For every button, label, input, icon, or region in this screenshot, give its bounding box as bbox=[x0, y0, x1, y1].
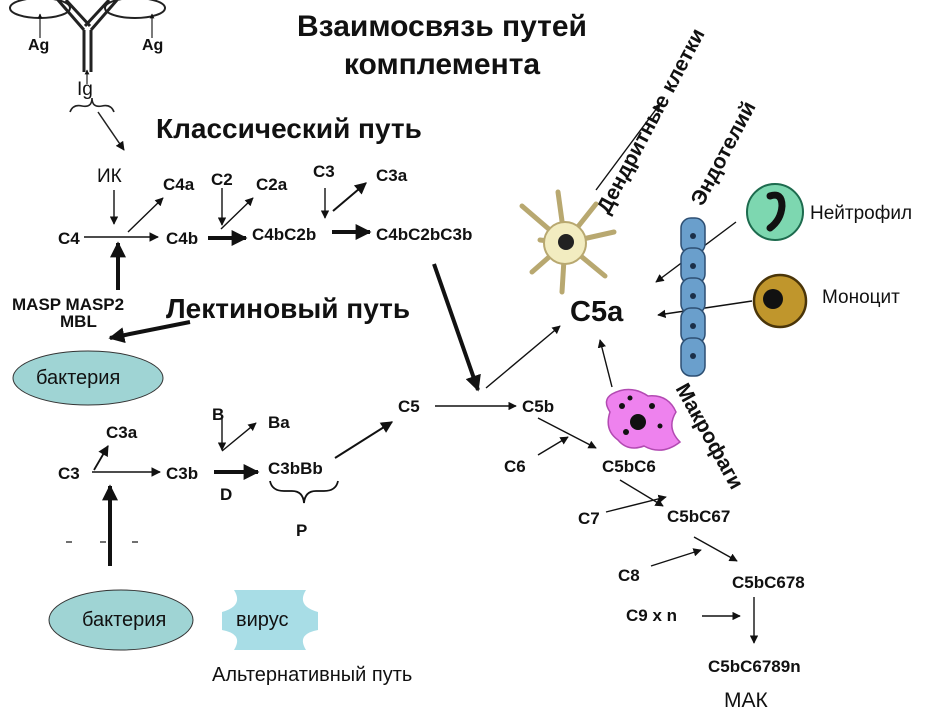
virus-shape bbox=[222, 590, 318, 650]
node-ba: Ba bbox=[268, 413, 290, 432]
node-c3-classical: C3 bbox=[313, 162, 335, 181]
bacteria-lectin-label: бактерия bbox=[36, 367, 121, 389]
node-c6: C6 bbox=[504, 457, 526, 476]
node-c4a: C4a bbox=[163, 175, 195, 194]
antigen-right-label: Ag bbox=[142, 37, 164, 54]
node-c5bc6: C5bC6 bbox=[602, 457, 656, 476]
diagram-title: Взаимосвязь путей комплемента bbox=[272, 8, 612, 83]
title-line-2: комплемента bbox=[343, 47, 541, 81]
alternative-pathway-title: Альтернативный путь bbox=[212, 664, 413, 686]
lectin-pathway bbox=[12, 320, 191, 406]
neutrophil-icon bbox=[746, 183, 804, 241]
bacteria-alternative-shape bbox=[48, 589, 194, 651]
node-c4: C4 bbox=[58, 229, 80, 248]
node-c5a: C5a bbox=[570, 296, 624, 328]
node-b: B bbox=[212, 405, 225, 424]
node-c3bbb: C3bBb bbox=[268, 459, 323, 478]
dendritic-cell-icon bbox=[519, 189, 617, 295]
classical-arrows bbox=[84, 182, 481, 392]
antigen-left-label: Ag bbox=[28, 37, 50, 54]
node-c5bc6789n: C5bC6789n bbox=[708, 657, 801, 676]
node-c8: C8 bbox=[618, 566, 640, 585]
bacteria-lectin-shape bbox=[12, 350, 164, 406]
node-c5bc67: C5bC67 bbox=[667, 507, 731, 526]
antigen-right-shape bbox=[104, 0, 166, 19]
node-c3b: C3b bbox=[166, 464, 199, 483]
endothelium-icon bbox=[680, 217, 706, 377]
node-c4b: C4b bbox=[166, 229, 199, 248]
monocyte-label: Моноцит bbox=[822, 287, 900, 308]
macrophage-icon bbox=[605, 388, 682, 451]
virus-label: вирус bbox=[236, 609, 289, 631]
node-c4bc2bc3b: C4bC2bC3b bbox=[376, 225, 473, 244]
lectin-pathway-title: Лектиновый путь bbox=[166, 293, 411, 324]
node-c5bc678: C5bC678 bbox=[732, 573, 805, 592]
node-c3a-alternative: C3a bbox=[106, 423, 138, 442]
node-p: P bbox=[296, 521, 308, 540]
node-ik: ИК bbox=[97, 166, 122, 187]
antibody-icon bbox=[9, 0, 166, 151]
neutrophil-label: Нейтрофил bbox=[810, 203, 913, 224]
node-c9xn: C9 x n bbox=[626, 606, 678, 625]
node-c5b: C5b bbox=[522, 397, 555, 416]
node-c5: C5 bbox=[398, 397, 420, 416]
node-c4bc2b: C4bC2b bbox=[252, 225, 317, 244]
classical-pathway-title: Классический путь bbox=[156, 113, 422, 144]
node-mak: МАК bbox=[724, 689, 768, 712]
node-mbl: MBL bbox=[60, 312, 97, 331]
node-c2: C2 bbox=[211, 170, 233, 189]
node-c3-alternative: C3 bbox=[58, 464, 80, 483]
node-c3a-classical: C3a bbox=[376, 166, 408, 185]
alternative-arrows bbox=[66, 418, 394, 566]
node-d: D bbox=[220, 485, 233, 504]
title-line-1: Взаимосвязь путей bbox=[297, 10, 587, 43]
ig-label: Ig bbox=[77, 79, 93, 100]
node-masp: MASP MASP2 bbox=[12, 295, 125, 314]
node-c2a: C2a bbox=[256, 175, 288, 194]
bacteria-alternative-label: бактерия bbox=[82, 609, 167, 631]
node-c7: C7 bbox=[578, 509, 600, 528]
monocyte-icon bbox=[752, 273, 808, 329]
